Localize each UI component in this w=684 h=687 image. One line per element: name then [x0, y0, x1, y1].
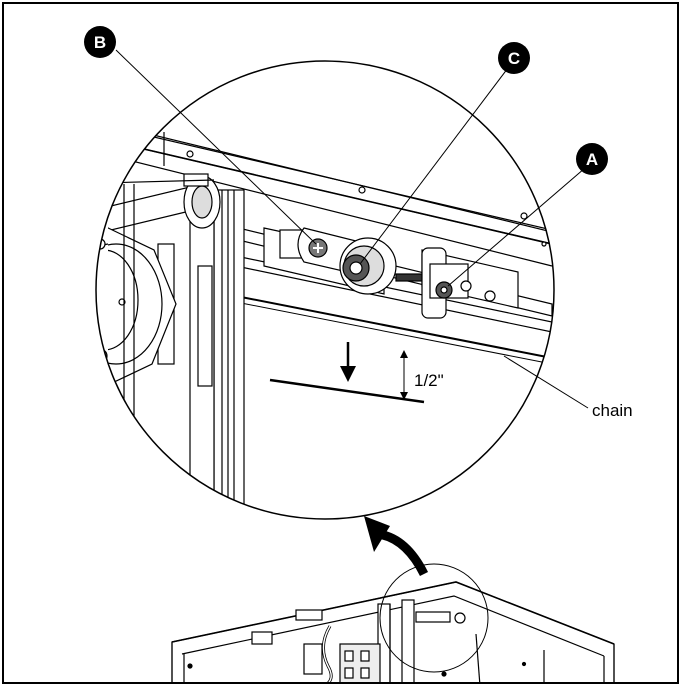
callout-a-letter: A [586, 150, 598, 169]
callout-a-leader [447, 161, 593, 287]
callout-c: C [498, 42, 530, 74]
callout-b-leader [115, 49, 317, 245]
callout-b: B [84, 26, 116, 58]
cabinet-overview [171, 581, 615, 682]
dimension-label: 1/2" [414, 371, 444, 390]
chain-label: chain [592, 401, 633, 420]
callout-c-leader [359, 59, 515, 265]
callout-b-letter: B [94, 33, 106, 52]
magnified-detail [96, 121, 553, 519]
callout-a: A [576, 143, 608, 175]
deflection-indicator [269, 342, 425, 404]
chain-leader-line [503, 355, 589, 409]
detail-circle-small [379, 563, 489, 673]
zoom-arrow [364, 516, 429, 577]
detail-circle-large [95, 60, 555, 520]
callout-c-letter: C [508, 49, 520, 68]
assembly-diagram: 1/2" chain B C A [84, 26, 633, 682]
